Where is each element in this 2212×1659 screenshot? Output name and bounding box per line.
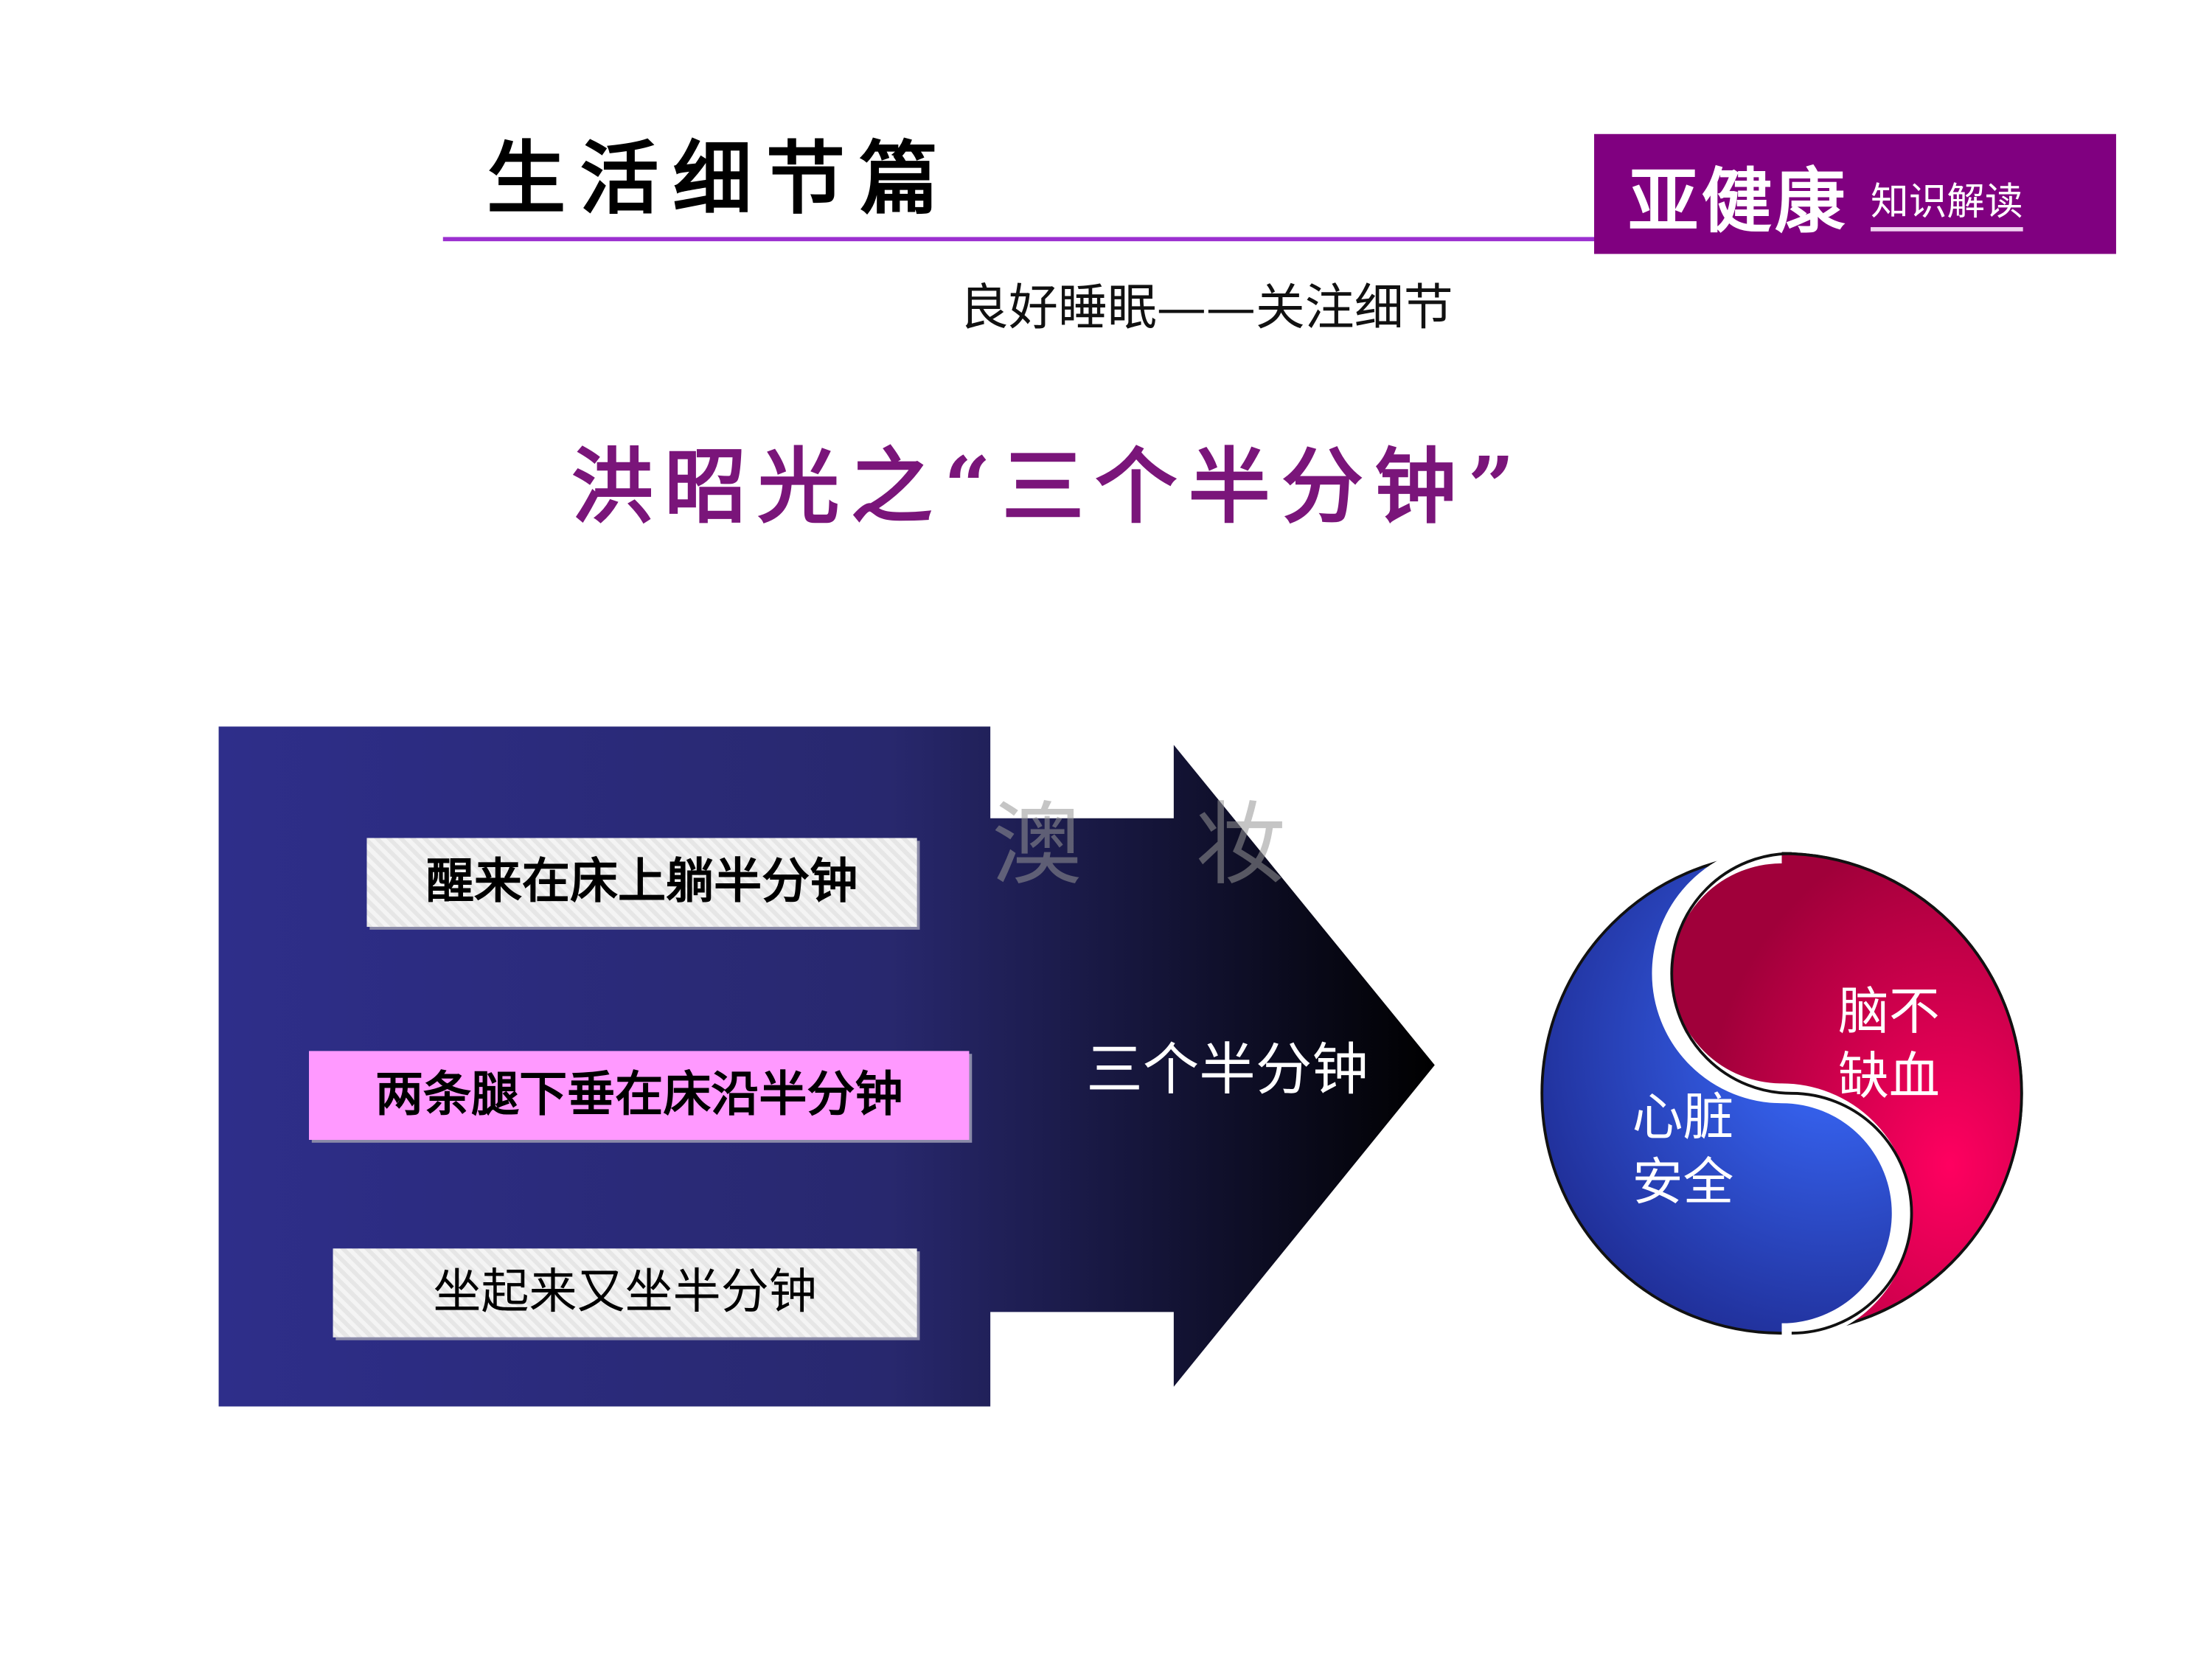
heart-safe-label: 心脏安全: [1632, 1089, 1734, 1212]
main-heading: 洪昭光之“三个半分钟”: [571, 439, 1526, 535]
badge-sub: 知识解读: [1871, 171, 2023, 232]
subtitle: 良好睡眠——关注细节: [959, 280, 1453, 338]
yin-yang-icon: [1540, 844, 2023, 1343]
section-title: 生活细节篇: [487, 132, 953, 226]
watermark: 澳 妆: [992, 794, 1329, 899]
brain-label: 脑不缺血: [1838, 983, 1940, 1107]
step-1: 醒来在床上躺半分钟: [366, 838, 917, 928]
step-3: 坐起来又坐半分钟: [333, 1248, 917, 1338]
title-underline: [442, 237, 1600, 242]
brand-badge: 亚健康 知识解读: [1594, 133, 2116, 254]
arrow-label: 三个半分钟: [1086, 1038, 1368, 1104]
badge-main: 亚健康: [1627, 159, 1848, 243]
step-2: 两条腿下垂在床沿半分钟: [309, 1051, 970, 1140]
